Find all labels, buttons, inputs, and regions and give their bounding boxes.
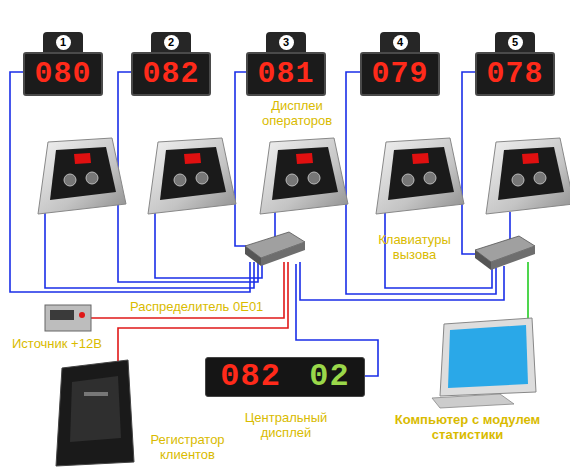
led-digits: 078 xyxy=(486,59,543,89)
display-tab: 1 xyxy=(43,32,83,52)
display-tab: 2 xyxy=(151,32,191,52)
wire xyxy=(274,212,276,240)
wire xyxy=(118,72,258,282)
callout-number: 1 xyxy=(56,35,71,50)
wire xyxy=(462,72,476,254)
led-digits: 082 xyxy=(220,361,281,393)
caption-label: Клавиатуры вызова xyxy=(372,232,457,262)
operator-display: 2082 xyxy=(131,32,211,96)
distributor-box xyxy=(245,232,305,266)
display-body: 081 xyxy=(246,52,326,96)
display-tab: 4 xyxy=(380,32,420,52)
callout-number: 2 xyxy=(164,35,179,50)
power-wire xyxy=(91,262,284,318)
wire xyxy=(300,262,504,300)
operator-display: 1 080 xyxy=(23,32,103,96)
call-keypad xyxy=(486,138,570,214)
led-digits: 081 xyxy=(257,59,314,89)
call-keypad xyxy=(376,138,464,214)
operator-display: 3 081 xyxy=(246,32,326,96)
display-body: 079 xyxy=(360,52,440,96)
display-body: 082 xyxy=(131,52,211,96)
network-wire xyxy=(527,262,529,322)
led-digits: 02 xyxy=(309,361,349,393)
display-body: 080 xyxy=(23,52,103,96)
caption-label: Дисплеи операторов xyxy=(252,98,342,128)
display-tab: 3 xyxy=(266,32,306,52)
display-tab: 5 xyxy=(495,32,535,52)
power-supply xyxy=(45,305,91,331)
led-digits: 079 xyxy=(371,59,428,89)
callout-number: 5 xyxy=(508,35,523,50)
distributor-box xyxy=(475,236,535,270)
caption-label: Источник +12В xyxy=(12,336,102,351)
wire xyxy=(10,72,250,292)
caption-label: Распределитель 0E01 xyxy=(128,299,265,314)
operator-display: 4 079 xyxy=(360,32,440,96)
callout-number: 4 xyxy=(393,35,408,50)
caption-label: Компьютер с модулем статистики xyxy=(370,412,565,442)
led-digits: 082 xyxy=(142,59,199,89)
operator-display: 5 078 xyxy=(475,32,555,96)
central-display: 08202Центральный дисплей xyxy=(205,357,365,397)
call-keypad xyxy=(260,138,348,214)
call-keypad xyxy=(38,138,126,214)
display-body: 078 xyxy=(475,52,555,96)
power-wire xyxy=(118,262,288,362)
display-heading: Центральный дисплей xyxy=(231,410,341,440)
call-keypad xyxy=(148,138,236,214)
computer xyxy=(432,318,536,408)
led-digits: 080 xyxy=(34,59,91,89)
wire xyxy=(346,72,496,294)
wire xyxy=(45,210,254,288)
client-registrar xyxy=(56,360,134,466)
wire xyxy=(155,212,262,278)
callout-number: 3 xyxy=(279,35,294,50)
wire xyxy=(235,72,246,246)
caption-label: Регистратор клиентов xyxy=(140,432,235,462)
